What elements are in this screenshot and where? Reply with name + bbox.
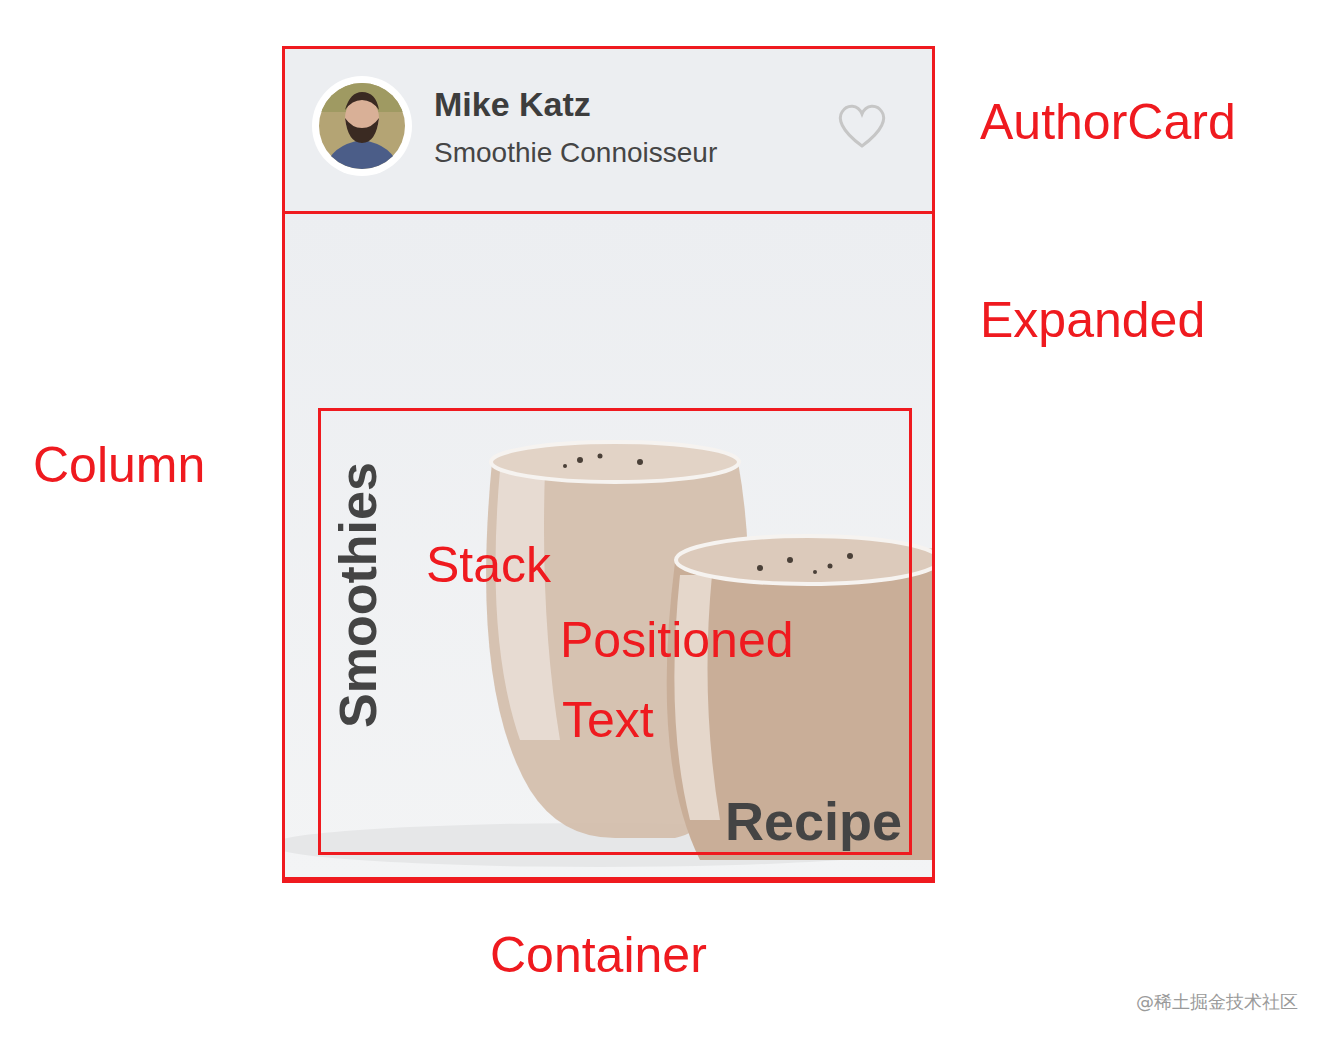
author-band — [285, 49, 932, 211]
widget-label: Positioned — [560, 612, 794, 670]
column-box: ColumnContainerMike KatzSmoothie Connois… — [282, 46, 935, 880]
expanded-box: ExpandedSmoothiesStackPositionedTextReci… — [282, 211, 935, 883]
seed-dots — [563, 454, 853, 575]
glass-front — [667, 548, 932, 860]
heart-icon — [840, 106, 883, 146]
rotated-title: Smoothies — [329, 462, 389, 728]
author-card-box: Mike KatzSmoothie ConnoisseurAuthorCard — [282, 46, 935, 214]
watermark: @稀土掘金技术社区 — [1136, 992, 1298, 1013]
widget-label: AuthorCard — [980, 94, 1236, 152]
author-title: Smoothie Connoisseur — [434, 137, 717, 169]
glass-rim — [676, 536, 932, 584]
glass-shine — [674, 575, 720, 820]
glass-shine — [496, 470, 561, 740]
avatar-ring — [312, 76, 412, 176]
recipe-text: Recipe — [725, 790, 902, 852]
smoothie-photo — [285, 442, 932, 867]
author-name: Mike Katz — [434, 85, 591, 124]
widget-label: Stack — [426, 537, 551, 595]
widget-label: Text — [562, 692, 654, 750]
glass-rim — [491, 442, 739, 482]
avatar-photo — [318, 82, 406, 170]
widget-label: Column — [33, 437, 205, 495]
widget-label: Container — [490, 927, 707, 985]
widget-label: Expanded — [980, 292, 1205, 350]
stack-box: Smoothies StackPositionedTextRecipe — [318, 408, 912, 855]
